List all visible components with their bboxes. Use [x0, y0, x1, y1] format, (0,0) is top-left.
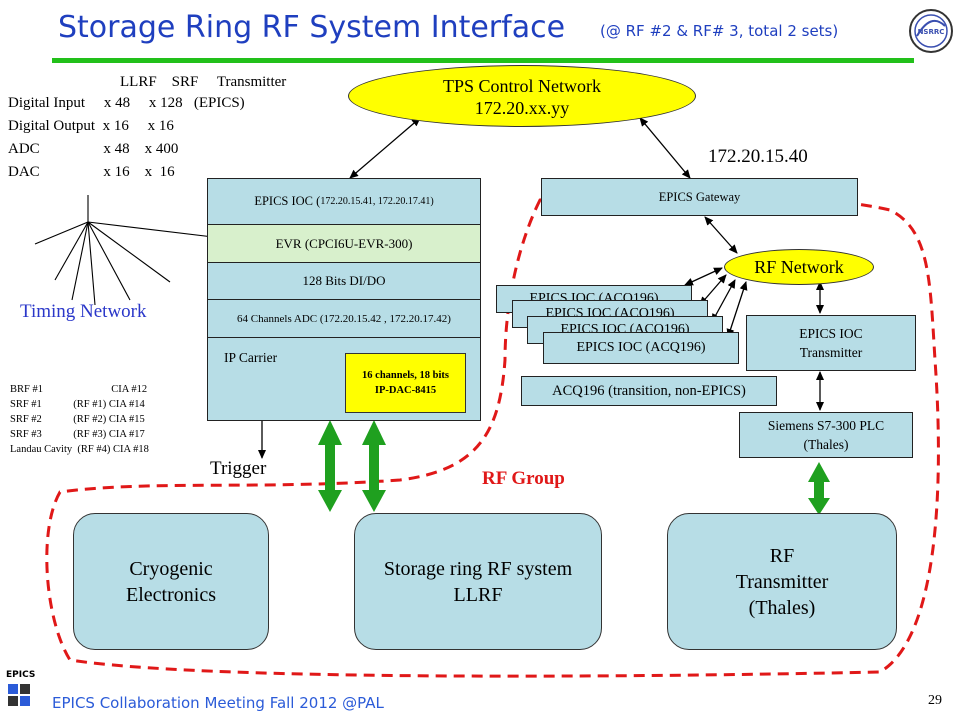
ioc-stack-evr: EVR (CPCI6U-EVR-300) — [208, 225, 480, 263]
timing-network-fan — [34, 195, 256, 306]
ioc-stack-ip-carrier: IP Carrier 16 channels, 18 bits IP-DAC-8… — [208, 338, 480, 420]
arrow-rfnet-to-acq4 — [726, 281, 748, 338]
rf-network-ellipse: RF Network — [724, 249, 874, 285]
dac-module-line2: IP-DAC-8415 — [374, 385, 437, 396]
siemens-plc-line1: Siemens S7-300 PLC — [767, 418, 885, 433]
llrf-line1: Storage ring RF system — [383, 557, 573, 580]
rf-tx-line3: (Thales) — [748, 596, 816, 619]
epics-logo-text: EPICS — [6, 670, 36, 680]
rf-group-outline — [45, 191, 940, 678]
arrow-control-to-gateway — [639, 117, 691, 179]
timing-network-label: Timing Network — [20, 301, 147, 322]
transmitter-ioc-line1: EPICS IOC — [799, 326, 863, 341]
siemens-plc: Siemens S7-300 PLC (Thales) — [739, 412, 913, 458]
transmitter-ioc: EPICS IOC Transmitter — [746, 315, 916, 371]
nsrrc-logo-icon: NSRRC — [909, 9, 953, 53]
arrow-gateway-to-rfnet — [704, 216, 738, 254]
epics-gateway: EPICS Gateway — [541, 178, 858, 216]
page-subtitle: (@ RF #2 & RF# 3, total 2 sets) — [600, 22, 839, 40]
green-arrows — [318, 420, 830, 515]
control-network-ip: 172.20.xx.yy — [474, 98, 570, 118]
control-network-name: TPS Control Network — [442, 76, 601, 96]
rf-tx-line1: RF — [769, 544, 795, 567]
ioc-stack-adc: 64 Channels ADC (172.20.15.42 , 172.20.1… — [208, 300, 480, 338]
siemens-plc-line2: (Thales) — [803, 437, 849, 452]
cia-row-landau: Landau Cavity (RF #4) CIA #18 — [10, 444, 149, 455]
cia-row-srf3: SRF #3 (RF #3) CIA #17 — [10, 429, 145, 440]
page-title: Storage Ring RF System Interface — [58, 10, 566, 45]
page-number: 29 — [928, 693, 942, 708]
ioc-stack-epics-ioc: EPICS IOC (172.20.15.41, 172.20.17.41) — [208, 179, 480, 225]
dac-module-line1: 16 channels, 18 bits — [362, 370, 449, 381]
cia-row-srf2: SRF #2 (RF #2) CIA #15 — [10, 414, 145, 425]
footer-text: EPICS Collaboration Meeting Fall 2012 @P… — [52, 694, 384, 712]
control-network-ellipse: TPS Control Network 172.20.xx.yy — [348, 65, 696, 127]
ioc-stack: EPICS IOC (172.20.15.41, 172.20.17.41) E… — [207, 178, 481, 421]
rf-tx-line2: Transmitter — [735, 570, 829, 593]
cia-row-brf1: BRF #1 CIA #12 — [10, 384, 148, 395]
io-table-header: LLRF SRF Transmitter — [120, 74, 287, 90]
io-row-dac: DAC x 16 x 16 — [8, 164, 175, 180]
epics-logo-icon — [8, 684, 30, 706]
gateway-ip: 172.20.15.40 — [708, 146, 808, 167]
io-row-digital-input: Digital Input x 48 x 128 (EPICS) — [8, 95, 245, 111]
cryo-line1: Cryogenic — [129, 557, 213, 580]
epics-logo: EPICS — [6, 670, 46, 718]
arrow-control-to-ioc — [349, 117, 421, 179]
trigger-label: Trigger — [210, 458, 267, 479]
title-underline — [52, 58, 914, 63]
ioc-stack-dido: 128 Bits DI/DO — [208, 263, 480, 300]
io-row-adc: ADC x 48 x 400 — [8, 141, 179, 157]
acq-transition: ACQ196 (transition, non-EPICS) — [521, 376, 777, 406]
ioc-stack-epics-ioc-label: EPICS IOC ( — [254, 194, 321, 208]
rf-transmitter: RF Transmitter (Thales) — [667, 513, 897, 650]
io-row-digital-output: Digital Output x 16 x 16 — [8, 118, 174, 134]
ip-carrier-label: IP Carrier — [224, 350, 278, 365]
ioc-stack-ip-list: 172.20.15.41, 172.20.17.41) — [320, 196, 434, 207]
rf-group-label: RF Group — [482, 468, 565, 489]
arrow-rfnet-to-acq1 — [684, 267, 723, 286]
dac-module: 16 channels, 18 bits IP-DAC-8415 — [345, 353, 466, 413]
cia-row-srf1: SRF #1 (RF #1) CIA #14 — [10, 399, 145, 410]
acq-ioc-4: EPICS IOC (ACQ196) — [543, 332, 739, 364]
transmitter-ioc-line2: Transmitter — [799, 345, 863, 360]
llrf-line2: LLRF — [453, 583, 503, 606]
logo-text: NSRRC — [918, 28, 945, 36]
cryo-line2: Electronics — [126, 583, 216, 606]
